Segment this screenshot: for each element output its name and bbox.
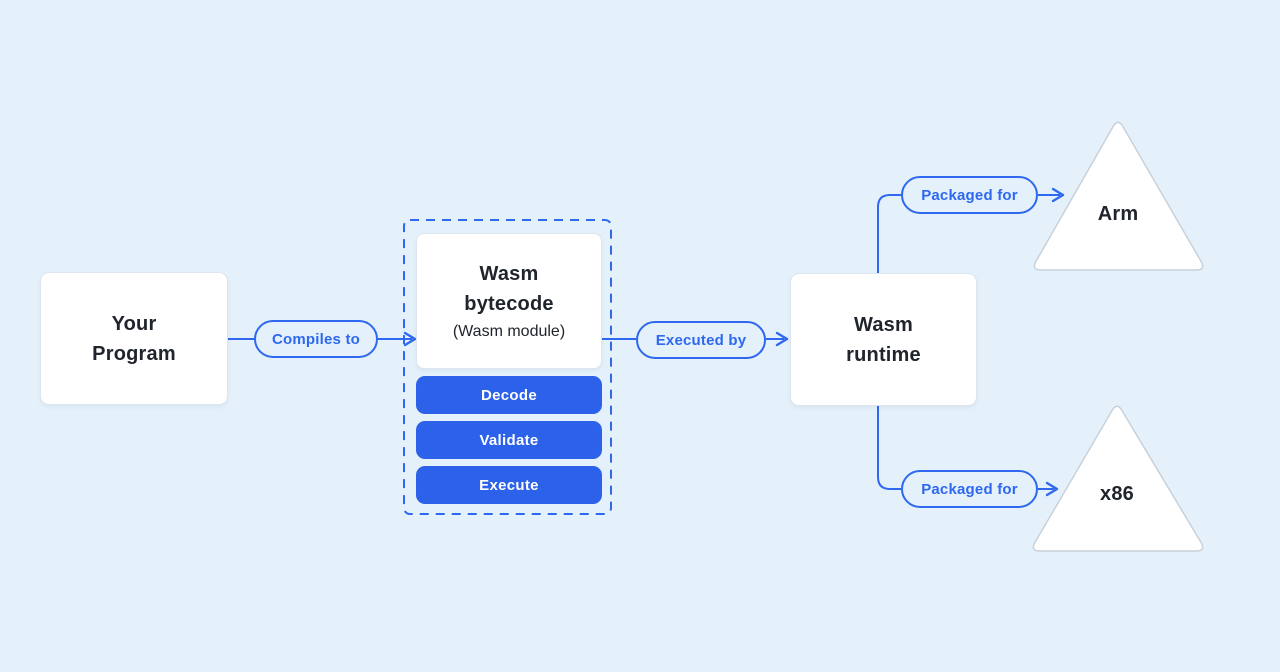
arrow-icon xyxy=(1051,187,1065,203)
edge-label-packaged-for-arm: Packaged for xyxy=(901,176,1038,214)
edge-label-packaged-for-arm-text: Packaged for xyxy=(921,186,1018,204)
arm-triangle-shape xyxy=(1033,121,1204,271)
node-wasm-bytecode-label: Wasm bytecode xyxy=(464,262,554,315)
edge-label-compiles-to: Compiles to xyxy=(254,320,378,358)
step-decode-label: Decode xyxy=(481,386,537,404)
node-wasm-bytecode: Wasm bytecode (Wasm module) xyxy=(416,233,602,369)
node-wasm-runtime-label: Wasm runtime xyxy=(846,313,921,366)
step-validate-label: Validate xyxy=(479,431,539,449)
arrow-icon xyxy=(775,331,789,347)
arm-triangle-label: Arm xyxy=(1097,203,1139,225)
node-your-program: Your Program xyxy=(40,272,228,405)
step-execute: Execute xyxy=(416,466,602,504)
node-your-program-label: Your Program xyxy=(92,312,176,365)
x86-triangle-shape xyxy=(1032,405,1204,552)
step-validate: Validate xyxy=(416,421,602,459)
node-wasm-bytecode-sublabel: (Wasm module) xyxy=(452,322,566,340)
step-execute-label: Execute xyxy=(479,476,539,494)
edge-label-executed-by: Executed by xyxy=(636,321,766,359)
arrow-icon xyxy=(1045,481,1059,497)
node-wasm-runtime: Wasm runtime xyxy=(790,273,977,406)
arrow-icon xyxy=(403,331,417,347)
edge-runtime-to-arm-line xyxy=(877,194,901,273)
edge-label-compiles-to-text: Compiles to xyxy=(271,330,361,348)
x86-triangle-label: x86 xyxy=(1100,483,1134,505)
edge-label-packaged-for-x86-text: Packaged for xyxy=(921,480,1018,498)
edge-runtime-to-x86-line xyxy=(877,406,901,490)
edge-label-executed-by-text: Executed by xyxy=(655,331,747,349)
wasm-module-boundary xyxy=(403,219,612,515)
step-decode: Decode xyxy=(416,376,602,414)
edge-label-packaged-for-x86: Packaged for xyxy=(901,470,1038,508)
